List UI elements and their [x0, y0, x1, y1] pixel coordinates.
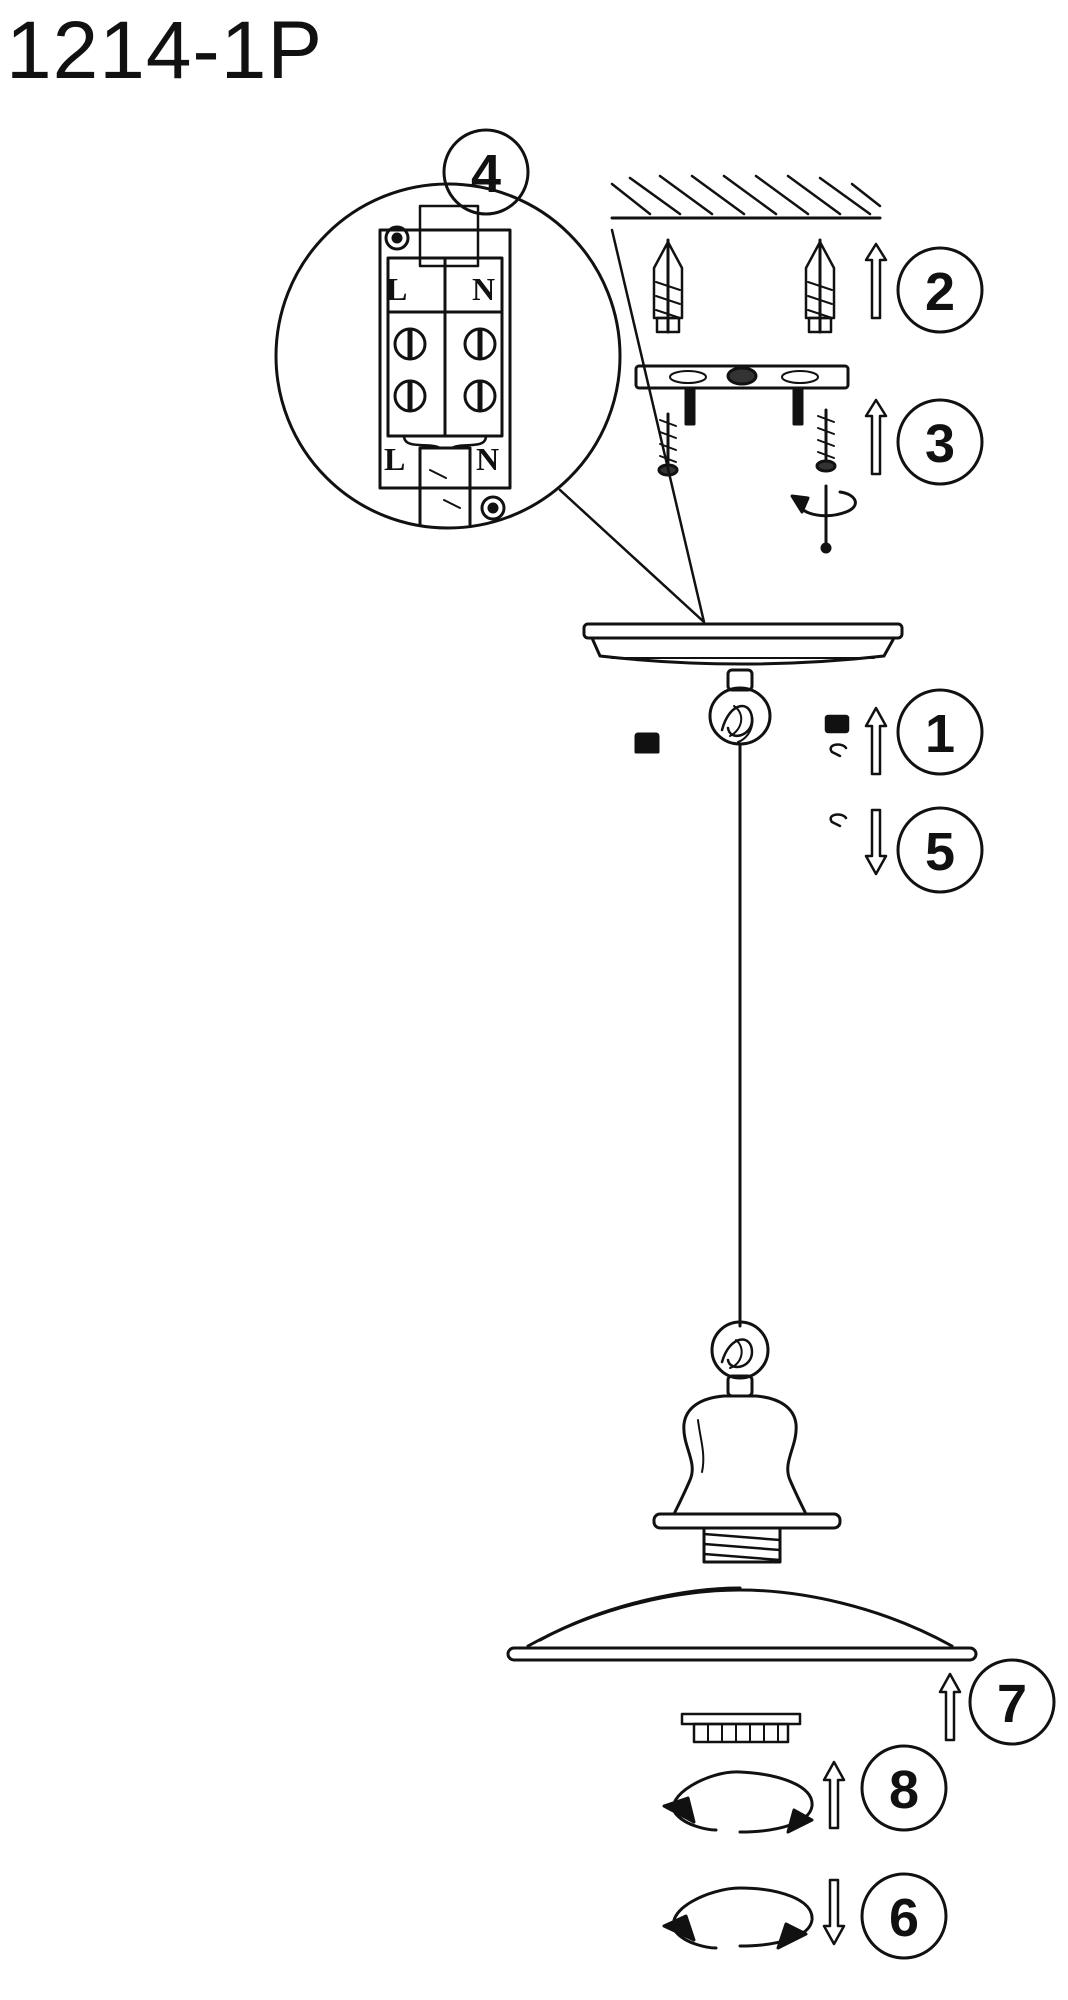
- mounting-bar: [634, 364, 850, 426]
- cord-grip-top: [708, 668, 772, 746]
- mounting-screw-right: [815, 408, 837, 473]
- mounting-screw-left: [657, 412, 679, 477]
- shade-ring: [680, 1712, 802, 1744]
- rotation-arrow-step-8: [662, 1770, 814, 1834]
- wall-plug-right: [804, 238, 836, 334]
- down-arrow-icon-step-5: [864, 808, 888, 876]
- svg-text:2: 2: [925, 262, 955, 322]
- step-badge-3: 3: [896, 398, 984, 486]
- svg-text:7: 7: [997, 1674, 1027, 1734]
- terminal-label-bottom-l: L: [384, 441, 405, 477]
- step-badge-8: 8: [860, 1744, 948, 1832]
- rotation-arrow-step-6: [662, 1886, 814, 1950]
- canopy-finial-nut: [634, 732, 660, 754]
- step-badge-4: 4: [442, 128, 530, 216]
- cord-grip-bottom: [710, 1320, 770, 1398]
- down-arrow-icon-step-6: [822, 1878, 846, 1946]
- up-arrow-icon-step-1: [864, 706, 888, 776]
- terminal-screw-icon: [393, 327, 497, 413]
- svg-text:3: 3: [925, 414, 955, 474]
- lamp-holder-bell: [652, 1394, 842, 1564]
- terminal-label-bottom-n: N: [476, 441, 499, 477]
- svg-text:5: 5: [925, 822, 955, 882]
- retaining-clip-icon: [824, 714, 850, 828]
- up-arrow-icon-step-8: [822, 1760, 846, 1830]
- terminal-block-zoom-callout: L N L N: [274, 182, 706, 624]
- up-arrow-icon-step-3: [864, 398, 888, 476]
- svg-text:6: 6: [889, 1888, 919, 1948]
- up-arrow-icon-step-7: [938, 1672, 962, 1742]
- step-badge-6: 6: [860, 1872, 948, 1960]
- step-badge-2: 2: [896, 246, 984, 334]
- step-badge-1: 1: [896, 688, 984, 776]
- svg-text:1: 1: [925, 704, 955, 764]
- turn-screw-rotation-arrow: [790, 484, 857, 554]
- step-badge-5: 5: [896, 806, 984, 894]
- wall-plug-left: [652, 238, 684, 334]
- shade: [506, 1586, 978, 1662]
- terminal-label-top-l: L: [386, 271, 407, 307]
- step-badge-7: 7: [968, 1658, 1056, 1746]
- up-arrow-icon-step-2: [864, 242, 888, 320]
- ceiling-hatching: [610, 174, 882, 220]
- svg-text:8: 8: [889, 1760, 919, 1820]
- ceiling-canopy: [582, 622, 904, 666]
- model-number-title: 1214-1P: [6, 5, 324, 96]
- terminal-label-top-n: N: [472, 271, 495, 307]
- svg-text:4: 4: [471, 144, 501, 204]
